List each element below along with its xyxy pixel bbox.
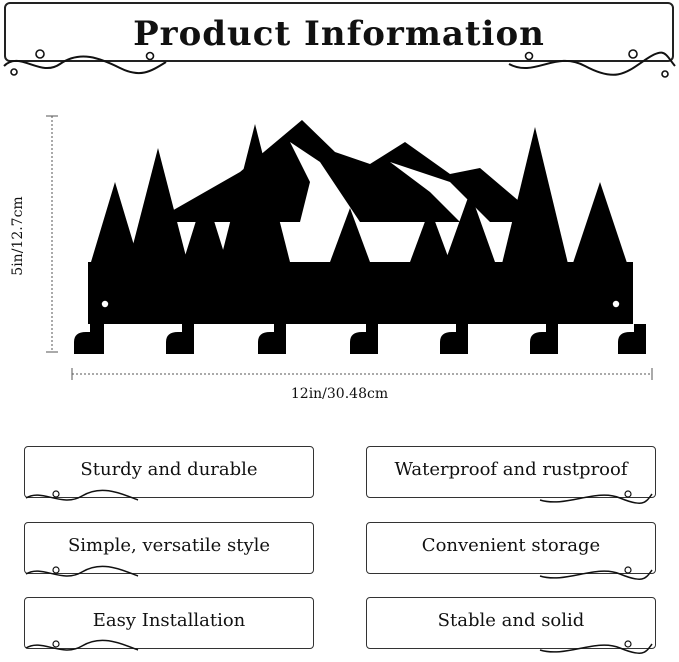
product-info-banner: Product Information: [4, 2, 674, 62]
feature-flourish-left: [25, 489, 139, 501]
feature-label: Convenient storage: [421, 535, 601, 556]
mountain-coat-rack-image: [74, 120, 646, 354]
banner-flourish-right: [508, 49, 676, 78]
feature-box-installation: Easy Installation: [24, 597, 314, 649]
feature-box-stable: Stable and solid: [366, 597, 656, 649]
banner-flourish-left: [3, 49, 167, 76]
width-dimension-line: [71, 368, 653, 380]
banner-title: Product Information: [133, 14, 545, 54]
feature-flourish-left: [25, 639, 139, 651]
width-dimension-label: 12in/30.48cm: [290, 386, 389, 402]
feature-flourish-right: [539, 640, 653, 654]
feature-flourish-right: [539, 566, 653, 580]
feature-box-storage: Convenient storage: [366, 522, 656, 574]
feature-box-waterproof: Waterproof and rustproof: [366, 446, 656, 498]
feature-box-sturdy: Sturdy and durable: [24, 446, 314, 498]
feature-label: Simple, versatile style: [67, 535, 271, 556]
feature-label: Easy Installation: [92, 610, 246, 631]
height-dimension-label: 5in/12.7cm: [10, 196, 26, 276]
feature-label: Sturdy and durable: [80, 459, 258, 480]
feature-flourish-left: [25, 565, 139, 577]
feature-label: Stable and solid: [437, 610, 585, 631]
feature-label: Waterproof and rustproof: [394, 459, 628, 480]
feature-flourish-right: [539, 490, 653, 504]
height-dimension-line: [46, 115, 58, 353]
feature-box-style: Simple, versatile style: [24, 522, 314, 574]
